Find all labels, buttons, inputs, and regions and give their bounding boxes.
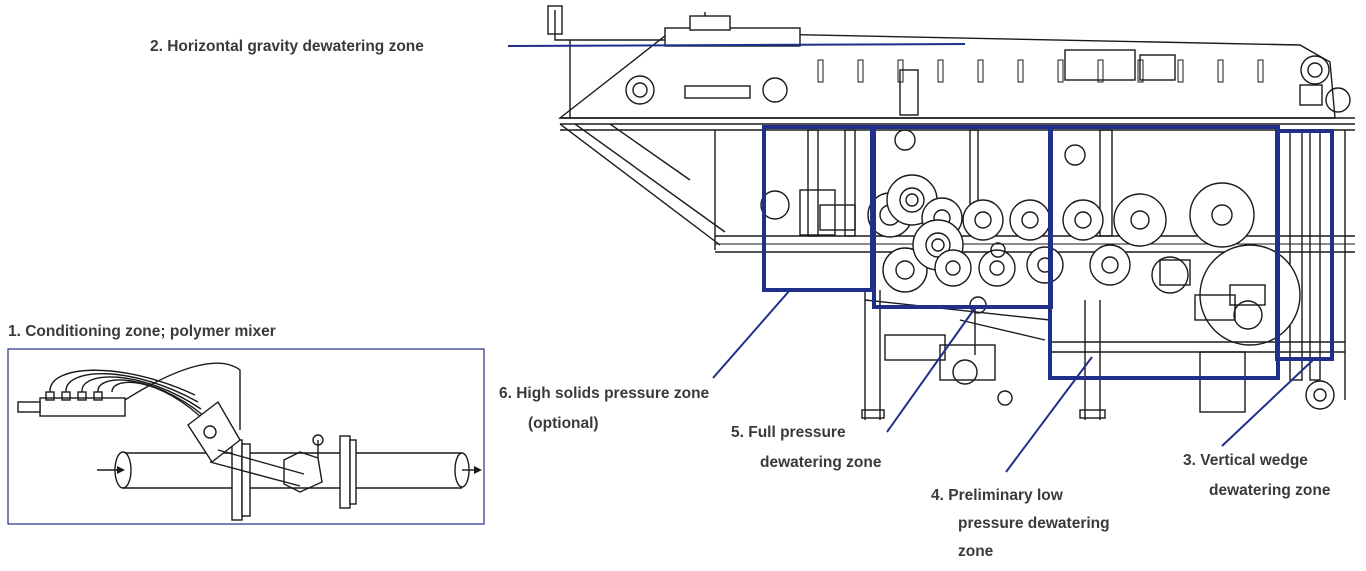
- label-zone1: 1. Conditioning zone; polymer mixer: [8, 323, 276, 340]
- label-zone3-line1: 3. Vertical wedge: [1183, 452, 1308, 469]
- label-zone5-line2: dewatering zone: [760, 454, 882, 471]
- label-zone4-line2: pressure dewatering: [958, 515, 1110, 532]
- polymer-mixer-inset: [7, 348, 485, 525]
- zone4-leader: [1005, 356, 1093, 473]
- zone2-leader: [507, 43, 966, 47]
- zone6-leader: [712, 289, 791, 379]
- zone3-leader: [1221, 359, 1314, 447]
- zone5-leader: [886, 307, 976, 433]
- label-zone6-line1: 6. High solids pressure zone: [499, 385, 710, 402]
- zone3-box: [1275, 129, 1334, 361]
- label-zone5-line1: 5. Full pressure: [731, 424, 846, 441]
- label-zone2: 2. Horizontal gravity dewatering zone: [150, 38, 424, 55]
- label-zone4-line3: zone: [958, 543, 994, 560]
- label-zone3-line2: dewatering zone: [1209, 482, 1331, 499]
- label-zone6-line2: (optional): [528, 415, 599, 432]
- label-zone4-line1: 4. Preliminary low: [931, 487, 1064, 504]
